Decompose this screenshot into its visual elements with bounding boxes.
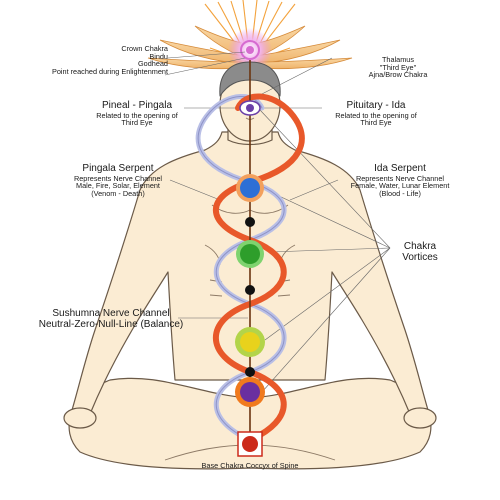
solar-chakra — [235, 327, 265, 357]
spine-node-2 — [245, 285, 255, 295]
pingala-line-2: Male, Fire, Solar, Element — [76, 181, 160, 191]
pineal-line-2: Third Eye — [121, 118, 153, 128]
sacral-chakra — [235, 377, 265, 407]
pituitary-title: Pituitary - Ida — [346, 100, 406, 111]
crown-line-1: Crown Chakra — [121, 44, 168, 53]
crown-line-4: Point reached during Enlightenment — [51, 66, 168, 76]
pingala-title: Pingala Serpent — [82, 163, 154, 174]
heart-chakra — [236, 240, 264, 268]
spine-node-1 — [245, 217, 255, 227]
sushumna-line-1: Sushumna Nerve Channel — [52, 308, 170, 319]
crown-chakra-center — [246, 46, 254, 54]
thalamus-line-3: Ajna/Brow Chakra — [368, 70, 428, 80]
thalamus-line-2: "Third Eye" — [379, 62, 417, 72]
sushumna-line-2: Neutral-Zero-Null-Line (Balance) — [38, 318, 184, 330]
third-eye-chakra — [239, 100, 261, 116]
pituitary-label: Pituitary - Ida Related to the opening o… — [318, 100, 434, 128]
ida-line-2: Female, Water, Lunar Element — [350, 181, 450, 191]
chakra-vortices-label: Chakra Vortices — [390, 241, 450, 263]
chakras — [235, 100, 265, 457]
ida-line-1: Represents Nerve Channel — [355, 173, 444, 183]
vortices-line-2: Vortices — [402, 251, 438, 263]
thalamus-line-1: Thalamus — [381, 55, 415, 64]
base-chakra-label: Base Chakra Coccyx of Spine — [201, 461, 299, 470]
sushumna-label: Sushumna Nerve Channel Neutral-Zero-Null… — [36, 308, 186, 330]
crown-line-3: Godhead — [137, 59, 168, 69]
throat-chakra — [236, 174, 264, 202]
ida-title: Ida Serpent — [374, 163, 426, 174]
pineal-line-1: Related to the opening of — [96, 110, 178, 120]
ida-serpent-label: Ida Serpent Represents Nerve Channel Fem… — [336, 163, 464, 198]
pingala-line-3: (Venom - Death) — [91, 188, 145, 198]
pituitary-line-1: Related to the opening of — [335, 110, 417, 120]
pituitary-line-2: Third Eye — [360, 118, 392, 128]
pingala-serpent-label: Pingala Serpent Represents Nerve Channel… — [58, 163, 178, 198]
crown-chakra-label: Crown Chakra Bindu Godhead Point reached… — [52, 45, 168, 76]
ida-line-3: (Blood - Life) — [379, 188, 421, 198]
leader-lines — [164, 51, 391, 393]
crown-line-2: Bindu — [149, 51, 168, 61]
vortices-line-1: Chakra — [403, 241, 437, 252]
spine-node-3 — [245, 367, 255, 377]
pineal-label: Pineal - Pingala Related to the opening … — [82, 100, 192, 128]
crown-chakra — [240, 40, 260, 60]
root-chakra — [237, 431, 263, 457]
pingala-line-1: Represents Nerve Channel — [73, 173, 162, 183]
thalamus-label: Thalamus "Third Eye" Ajna/Brow Chakra — [338, 56, 458, 79]
pineal-title: Pineal - Pingala — [101, 100, 173, 111]
